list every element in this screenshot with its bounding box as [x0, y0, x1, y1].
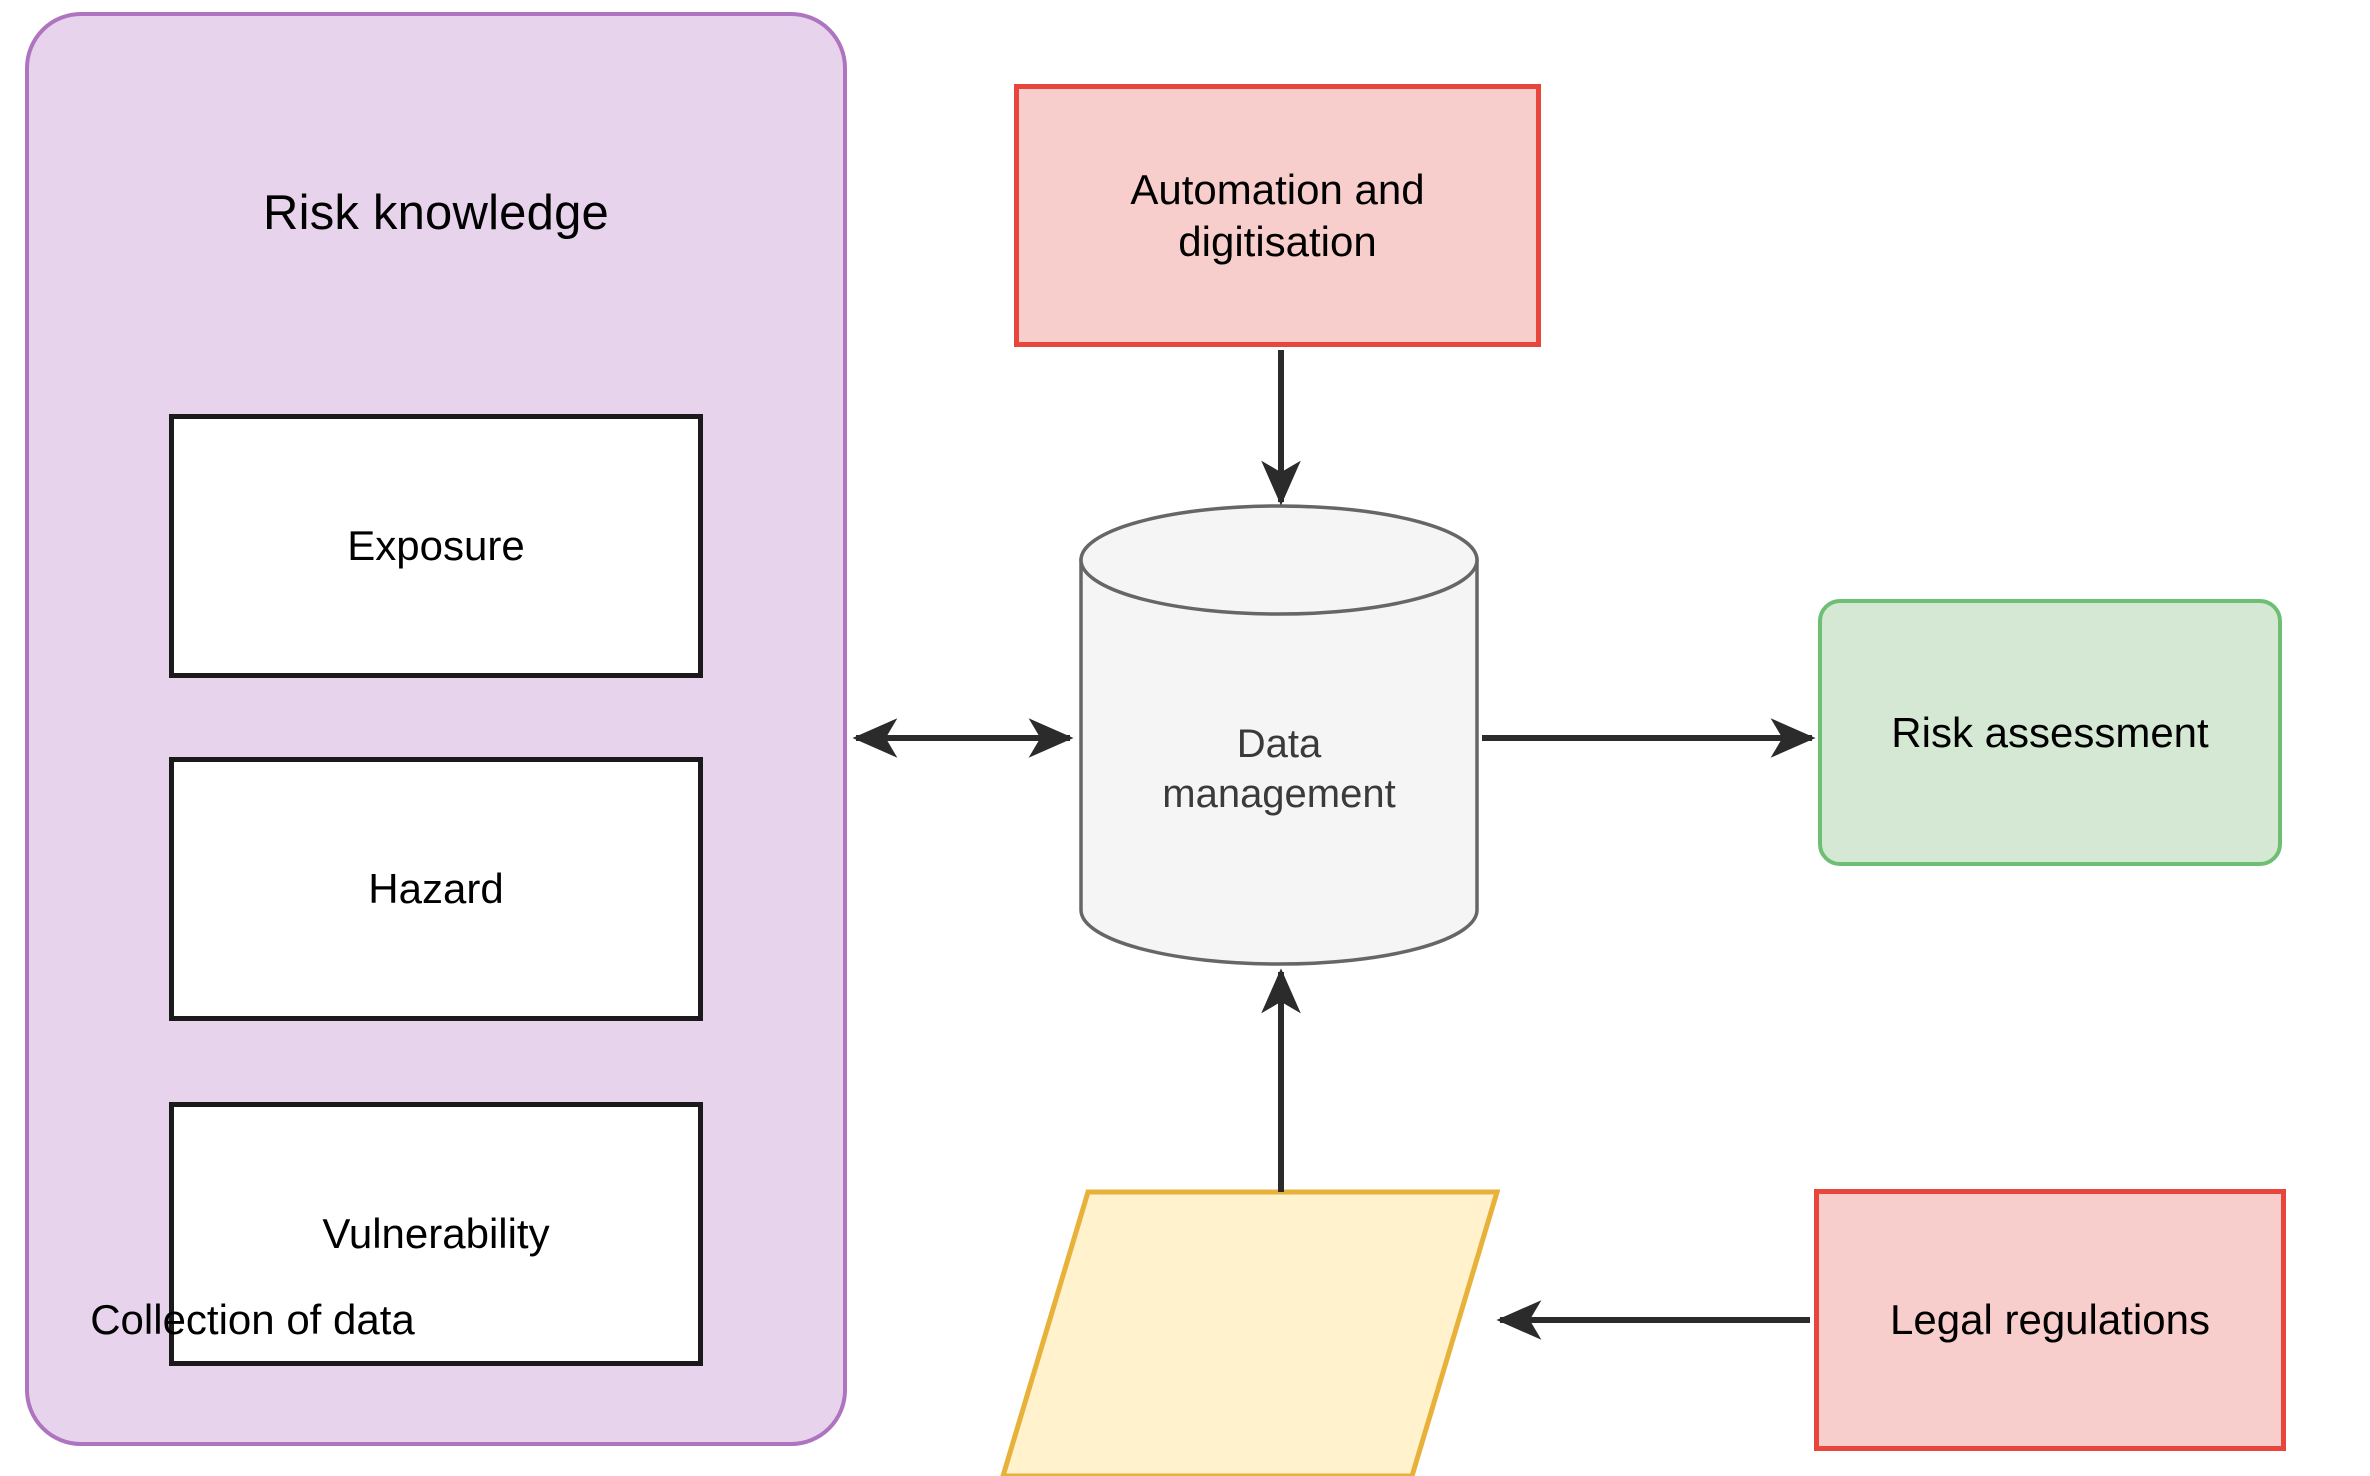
parallelogram-shape	[1000, 1189, 1501, 1476]
risk-knowledge-title: Risk knowledge	[263, 186, 609, 240]
risk-assessment-node[interactable]: Risk assessment	[1818, 599, 2282, 866]
risk-knowledge-item-vulnerability[interactable]: Vulnerability	[169, 1102, 703, 1366]
automation-label-line2: digitisation	[1178, 217, 1377, 265]
automation-label-line1: Automation and	[1130, 166, 1425, 214]
legal-regulations-node[interactable]: Legal regulations	[1814, 1189, 2286, 1451]
automation-and-digitisation-node[interactable]: Automation and digitisation	[1014, 84, 1541, 347]
vulnerability-label: Vulnerability	[322, 1210, 550, 1258]
data-management-node[interactable]: Data management	[1079, 504, 1479, 966]
exposure-label: Exposure	[347, 522, 525, 570]
automation-label-wrap: Automation and digitisation	[1130, 164, 1424, 266]
risk-knowledge-item-exposure[interactable]: Exposure	[169, 414, 703, 678]
data-management-label-wrap: Data management	[1079, 719, 1479, 819]
risk-knowledge-item-hazard[interactable]: Hazard	[169, 757, 703, 1021]
cylinder-shape	[1079, 504, 1479, 966]
data-management-label-line2: management	[1162, 772, 1396, 816]
hazard-label: Hazard	[368, 865, 504, 913]
collection-of-data-label: Collection of data	[90, 1296, 415, 1343]
risk-assessment-label: Risk assessment	[1891, 708, 2209, 756]
risk-knowledge-group[interactable]: Risk knowledge Exposure Hazard Vulnerabi…	[25, 12, 847, 1446]
data-management-label-line1: Data	[1236, 722, 1322, 766]
collection-of-data-node[interactable]	[1000, 1189, 1501, 1476]
legal-regulations-label: Legal regulations	[1890, 1296, 2210, 1344]
